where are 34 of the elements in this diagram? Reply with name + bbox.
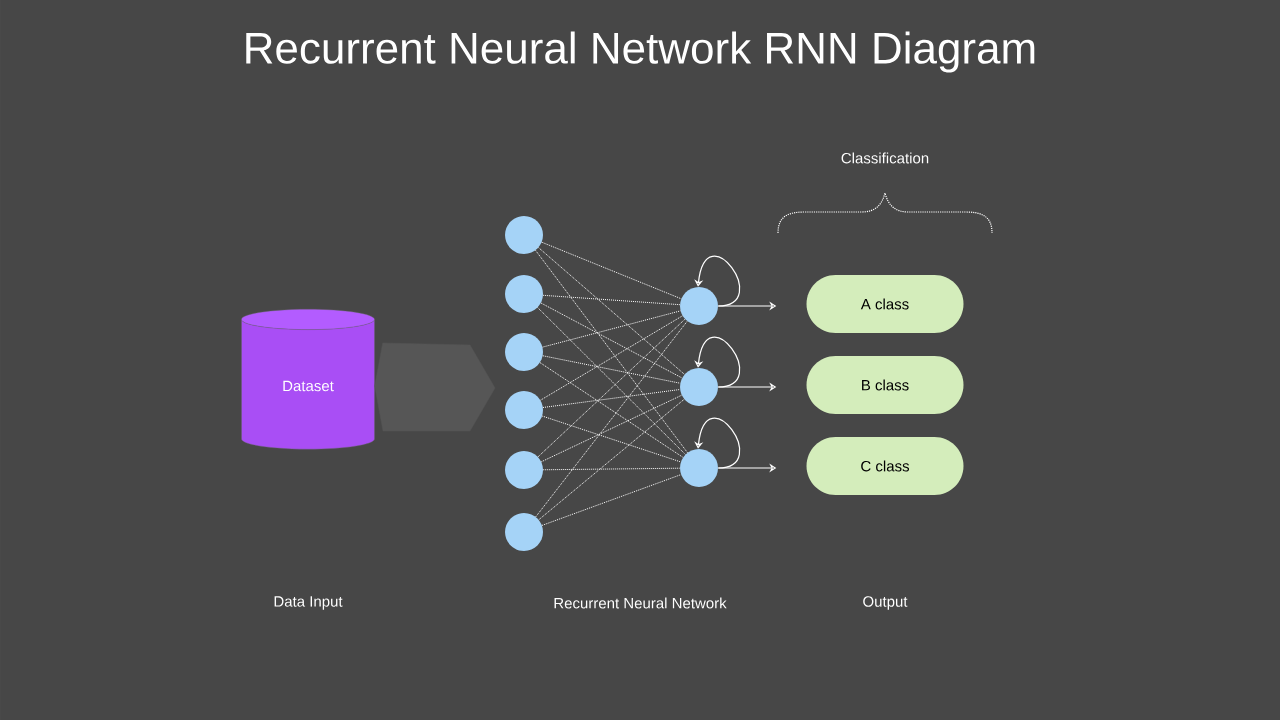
database-cylinder: Dataset (241, 309, 375, 450)
chevron-arrow (374, 342, 496, 432)
connection-line (535, 249, 688, 454)
connection-line (535, 320, 688, 518)
connection-line (542, 355, 681, 384)
connection-line (538, 247, 685, 375)
neuron-circle (505, 451, 543, 489)
connection-line (540, 315, 683, 401)
column-label: Data Input (274, 596, 343, 610)
neuron-circle (505, 513, 543, 551)
class-box: A class (806, 275, 964, 333)
column-label: Output (863, 596, 908, 610)
neuron-circle (680, 449, 718, 487)
connection-line (539, 362, 684, 458)
neuron-circle (505, 275, 543, 313)
connection-line (542, 389, 681, 408)
connection-line (542, 310, 681, 348)
connection-line (541, 415, 682, 463)
heading: Classification (841, 152, 929, 164)
neuron-circle (680, 368, 718, 406)
connection-line (542, 294, 681, 306)
connection-line (540, 394, 683, 463)
connection-line (540, 302, 683, 379)
neuron-circle (680, 287, 718, 325)
title: Recurrent Neural Network RNN Diagram (246, 31, 1035, 73)
neuron-circle (505, 333, 543, 371)
column-label: Recurrent Neural Network (554, 597, 727, 609)
connection-line (542, 467, 681, 471)
neuron-circle (505, 216, 543, 254)
neuron-circle (505, 391, 543, 429)
class-box: B class (806, 356, 964, 414)
connection-line (538, 398, 685, 521)
connection-line (541, 241, 682, 300)
connection-line (541, 474, 682, 526)
